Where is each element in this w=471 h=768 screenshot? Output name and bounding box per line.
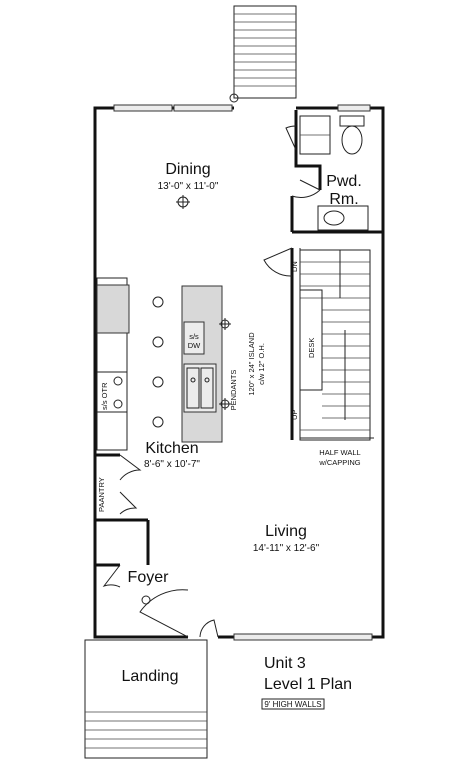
half-wall-label-2: w/CAPPING [318, 458, 360, 467]
dishwasher-label-2: DW [188, 341, 201, 350]
dishwasher-label-1: s/s [189, 332, 199, 341]
dining-dims: 13'-0" x 11'-0" [158, 181, 219, 192]
ceiling-light-icon [219, 398, 231, 410]
powder-room-label-1: Pwd. [326, 173, 362, 190]
kitchen-counters [96, 277, 130, 451]
living-dims: 14'-11" x 12'-6" [253, 543, 320, 554]
stair-up-label: UP [290, 410, 299, 420]
powder-room-label-2: Rm. [329, 191, 358, 208]
range-otr-label: s/s OTR [100, 382, 109, 410]
island-label-2: c/w 12" O.H. [257, 343, 266, 385]
landing-label: Landing [122, 668, 179, 685]
pantry-label: PAANTRY [97, 477, 106, 512]
rear-exterior-stair [229, 5, 297, 103]
interior-stairs [299, 249, 374, 441]
windows [113, 104, 373, 641]
ceiling-height-box [261, 698, 325, 710]
living-label: Living [265, 523, 307, 540]
plan-title-level: Level 1 Plan [264, 676, 352, 693]
ceiling-height-label: 9' HIGH WALLS [264, 700, 321, 709]
kitchen-label: Kitchen [145, 440, 198, 457]
light-fixtures [152, 195, 231, 428]
desk-label: DESK [307, 338, 316, 358]
ceiling-light-icon [219, 318, 231, 330]
stair-down-label: DN [290, 261, 299, 272]
powder-room-fixtures [299, 115, 369, 231]
sink-icon [323, 210, 345, 226]
toilet-icon [341, 125, 363, 155]
ceiling-light-icon [176, 195, 190, 209]
pendants-label: PENDANTS [229, 370, 238, 411]
interior-walls [95, 110, 383, 567]
doors [102, 125, 321, 638]
front-landing [84, 639, 208, 759]
kitchen-island [181, 285, 223, 443]
plan-title-unit: Unit 3 [264, 655, 306, 672]
dining-label: Dining [165, 161, 210, 178]
half-wall-label-1: HALF WALL [319, 448, 360, 457]
island-label-1: 120" x 24" ISLAND [247, 332, 256, 396]
foyer-label: Foyer [128, 569, 170, 586]
kitchen-dims: 8'-6" x 10'-7" [144, 459, 200, 470]
